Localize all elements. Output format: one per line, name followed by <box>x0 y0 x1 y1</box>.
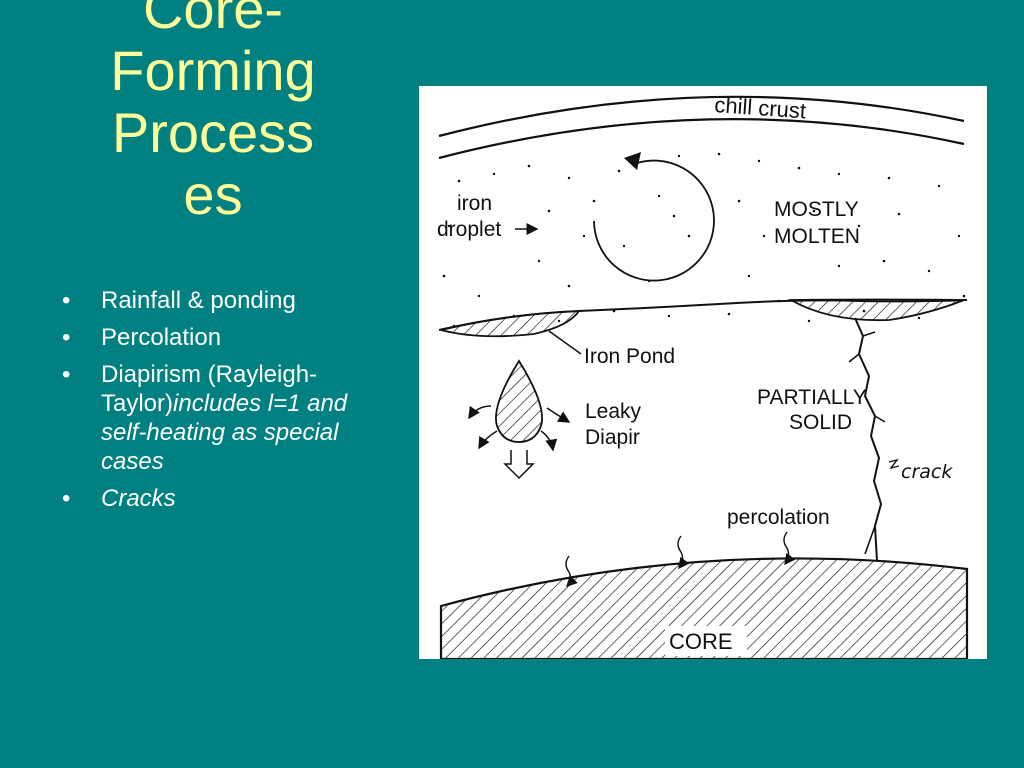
title-line-3: Process <box>111 101 315 164</box>
diapir-leak-arrows <box>468 405 571 452</box>
diagram-svg: iron droplet chill crust MOSTLY MOLTEN I… <box>437 92 969 659</box>
convection-arrow-icon <box>624 152 641 170</box>
chill-crust-inner-line <box>438 118 965 160</box>
diapir-down-arrow-icon <box>503 450 535 480</box>
bullet-item: Rainfall & ponding <box>58 286 378 315</box>
bullet-text: Rainfall & ponding <box>101 287 296 314</box>
label-crack: crack <box>901 461 953 483</box>
label-molten: MOLTEN <box>774 225 860 248</box>
label-core: CORE <box>669 629 733 654</box>
label-iron-pond: Iron Pond <box>584 345 675 368</box>
label-partially: PARTIALLY <box>757 386 867 409</box>
bullet-text: Diapirism (Rayleigh-Taylor) <box>101 361 318 417</box>
title-line-2: Forming <box>110 39 316 102</box>
label-solid: SOLID <box>789 411 852 434</box>
crack-line <box>854 317 883 562</box>
bullet-italic-text: includes l=1 and self-heating as special… <box>101 390 348 475</box>
label-mostly: MOSTLY <box>774 198 859 221</box>
iron-pond-right <box>787 298 965 322</box>
chill-crust-outer-line <box>438 95 965 138</box>
label-iron: iron <box>457 192 492 215</box>
slide-title: Core- Forming Process es <box>48 0 378 226</box>
core-label-background <box>665 626 747 656</box>
crack-branch-line <box>848 331 886 555</box>
core-region <box>439 557 969 659</box>
bullet-text: Percolation <box>101 324 222 351</box>
crack-pointer-icon <box>888 458 900 470</box>
molten-speckles <box>442 152 966 328</box>
iron-pond-pointer <box>548 330 582 355</box>
bullet-item: Cracks <box>58 484 378 513</box>
bullet-item: Percolation <box>58 323 378 352</box>
core-formation-diagram: iron droplet chill crust MOSTLY MOLTEN I… <box>419 86 987 659</box>
convection-circle <box>593 159 715 282</box>
bullet-item: Diapirism (Rayleigh-Taylor)includes l=1 … <box>58 360 378 476</box>
label-diapir: Diapir <box>585 426 640 449</box>
bullet-list: Rainfall & ponding Percolation Diapirism… <box>58 286 378 521</box>
title-line-1: Core- <box>142 0 284 40</box>
title-line-4: es <box>183 163 243 226</box>
label-leaky: Leaky <box>585 400 642 423</box>
iron-pond-left <box>440 310 581 338</box>
label-percolation: percolation <box>727 506 830 529</box>
label-droplet: droplet <box>437 218 501 241</box>
bullet-italic-text: Cracks <box>101 485 176 512</box>
diapir-drop <box>495 359 543 443</box>
